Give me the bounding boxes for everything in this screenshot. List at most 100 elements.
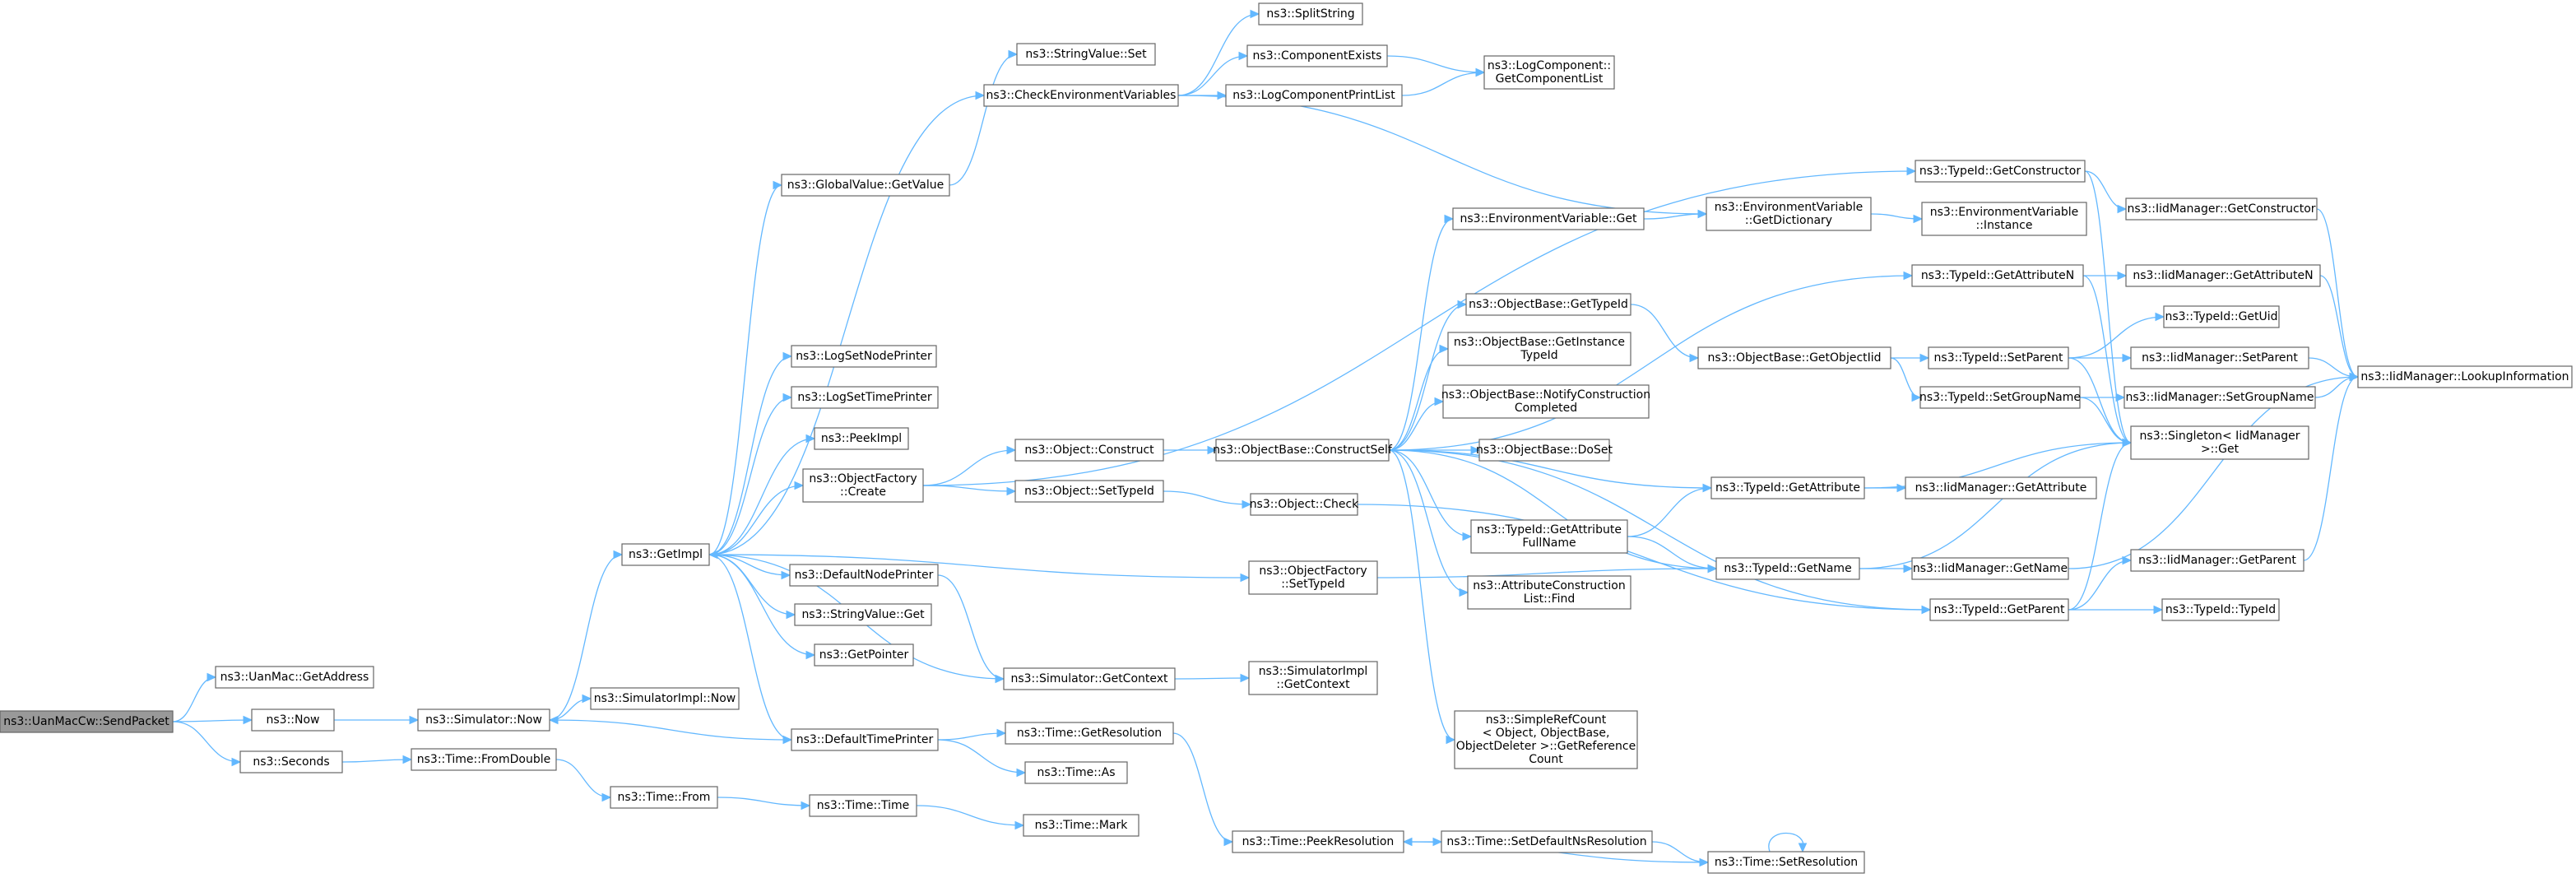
node-ns3-logsetnodeprinter[interactable]: ns3::LogSetNodePrinter	[791, 345, 937, 368]
node-ns3-typeid-getattribute[interactable]: ns3::TypeId::GetAttribute	[1710, 476, 1865, 499]
node-ns3-singleton-iidmanager-get[interactable]: ns3::Singleton< IidManager >::Get	[2130, 425, 2309, 460]
node-ns3-objectfactory-settypeid[interactable]: ns3::ObjectFactory::SetTypeId	[1248, 560, 1378, 595]
node-ns3-time-as[interactable]: ns3::Time::As	[1024, 761, 1128, 784]
node-label: ns3::EnvironmentVariable	[1930, 206, 2079, 219]
node-ns3-time-mark[interactable]: ns3::Time::Mark	[1023, 814, 1139, 837]
node-label: ns3::EnvironmentVariable::Get	[1460, 212, 1637, 225]
node-ns3-typeid-setparent[interactable]: ns3::TypeId::SetParent	[1928, 346, 2069, 369]
node-box	[251, 708, 335, 732]
node-ns3-object-construct[interactable]: ns3::Object::Construct	[1014, 439, 1164, 462]
node-ns3-uanmac-getaddress[interactable]: ns3::UanMac::GetAddress	[215, 666, 374, 689]
node-box	[781, 174, 950, 197]
node-ns3-time-from[interactable]: ns3::Time::From	[610, 786, 718, 809]
edge-tidgetconstructor-to-iidgetconstructor	[2084, 170, 2127, 210]
node-label: ns3::Simulator::GetContext	[1010, 672, 1168, 685]
node-label: ns3::Object::Construct	[1024, 444, 1154, 457]
node-ns3-object-check[interactable]: ns3::Object::Check	[1250, 493, 1359, 516]
node-ns3-uanmaccw-sendpacket[interactable]: ns3::UanMacCw::SendPacket	[0, 710, 174, 733]
arrowhead	[805, 650, 816, 660]
node-ns3-peekimpl[interactable]: ns3::PeekImpl	[814, 427, 909, 450]
node-ns3-environmentvariable-get[interactable]: ns3::EnvironmentVariable::Get	[1452, 207, 1645, 230]
node-label: Completed	[1515, 402, 1577, 415]
node-ns3-getimpl[interactable]: ns3::GetImpl	[621, 543, 710, 566]
node-ns3-typeid-setgroupname[interactable]: ns3::TypeId::SetGroupName	[1919, 386, 2081, 409]
node-ns3-simulatorimpl-getcontext[interactable]: ns3::SimulatorImpl::GetContext	[1248, 661, 1378, 695]
node-box	[1248, 560, 1378, 595]
edge-obgetobjectiid-to-tidsetgroupname	[1890, 357, 1921, 398]
node-ns3-defaulttimeprinter[interactable]: ns3::DefaultTimePrinter	[791, 728, 939, 751]
node-ns3-typeid-getattributen[interactable]: ns3::TypeId::GetAttributeN	[1911, 264, 2084, 287]
node-ns3-stringvalue-get[interactable]: ns3::StringValue::Get	[794, 603, 932, 626]
node-ns3-typeid-typeid[interactable]: ns3::TypeId::TypeId	[2161, 598, 2280, 621]
node-ns3-simulator-getcontext[interactable]: ns3::Simulator::GetContext	[1003, 667, 1176, 690]
node-ns3-simulator-now[interactable]: ns3::Simulator::Now	[417, 708, 550, 732]
arrowhead	[231, 757, 242, 767]
node-ns3-objectbase-notifyconstruction-completed[interactable]: ns3::ObjectBase::NotifyConstructionCompl…	[1441, 384, 1650, 419]
node-label: ns3::Time::SetResolution	[1715, 856, 1858, 869]
node-box	[411, 748, 557, 771]
node-ns3-iidmanager-lookupinformation[interactable]: ns3::IidManager::LookupInformation	[2357, 365, 2573, 388]
node-ns3-iidmanager-getname[interactable]: ns3::IidManager::GetName	[1911, 557, 2069, 580]
node-box	[2161, 598, 2280, 621]
arrowhead	[1207, 445, 1218, 455]
node-ns3-object-settypeid[interactable]: ns3::Object::SetTypeId	[1014, 480, 1164, 503]
node-label: ns3::LogSetNodePrinter	[796, 350, 932, 363]
node-ns3-environmentvariable-getdictionary[interactable]: ns3::EnvironmentVariable::GetDictionary	[1706, 197, 1872, 231]
node-ns3-typeid-getuid[interactable]: ns3::TypeId::GetUid	[2163, 305, 2280, 328]
node-ns3-checkenvironmentvariables[interactable]: ns3::CheckEnvironmentVariables	[983, 84, 1179, 107]
node-label: ns3::Time::GetResolution	[1017, 727, 1162, 740]
node-ns3-iidmanager-getparent[interactable]: ns3::IidManager::GetParent	[2130, 549, 2304, 572]
node-ns3-defaultnodeprinter[interactable]: ns3::DefaultNodePrinter	[789, 564, 939, 587]
node-ns3-time-getresolution[interactable]: ns3::Time::GetResolution	[1005, 722, 1174, 745]
node-ns3-globalvalue-getvalue[interactable]: ns3::GlobalValue::GetValue	[781, 174, 950, 197]
node-ns3-time-setresolution[interactable]: ns3::Time::SetResolution	[1707, 851, 1865, 874]
node-ns3-iidmanager-getconstructor[interactable]: ns3::IidManager::GetConstructor	[2125, 197, 2318, 221]
node-label: TypeId	[1520, 349, 1557, 362]
node-ns3-logcomponentprintlist[interactable]: ns3::LogComponentPrintList	[1225, 84, 1403, 107]
arrowhead	[1906, 166, 1917, 176]
node-box	[1024, 761, 1128, 784]
node-ns3-iidmanager-getattribute[interactable]: ns3::IidManager::GetAttribute	[1905, 476, 2097, 499]
node-ns3-logsettimeprinter[interactable]: ns3::LogSetTimePrinter	[791, 386, 939, 409]
node-ns3-time-peekresolution[interactable]: ns3::Time::PeekResolution	[1232, 830, 1404, 853]
node-ns3-time-setdefaultnsresolution[interactable]: ns3::Time::SetDefaultNsResolution	[1441, 830, 1653, 853]
node-ns3-splitstring[interactable]: ns3::SplitString	[1258, 2, 1363, 26]
node-ns3-environmentvariable-instance[interactable]: ns3::EnvironmentVariable::Instance	[1921, 202, 2087, 236]
node-ns3-seconds[interactable]: ns3::Seconds	[239, 750, 343, 773]
node-label: ns3::IidManager::SetParent	[2142, 351, 2298, 365]
node-ns3-time-fromdouble[interactable]: ns3::Time::FromDouble	[411, 748, 557, 771]
node-ns3-typeid-getname[interactable]: ns3::TypeId::GetName	[1715, 557, 1860, 580]
node-label: GetComponentList	[1496, 72, 1604, 86]
node-ns3-now[interactable]: ns3::Now	[251, 708, 335, 732]
node-ns3-iidmanager-setparent[interactable]: ns3::IidManager::SetParent	[2130, 346, 2309, 369]
node-ns3-stringvalue-set[interactable]: ns3::StringValue::Set	[1016, 43, 1156, 66]
node-ns3-objectfactory-create[interactable]: ns3::ObjectFactory::Create	[802, 468, 924, 503]
node-ns3-objectbase-doset[interactable]: ns3::ObjectBase::DoSet	[1476, 439, 1613, 462]
node-box	[2123, 386, 2316, 409]
node-label: ns3::TypeId::GetAttribute	[1715, 481, 1860, 495]
node-label: ns3::DefaultNodePrinter	[795, 569, 934, 582]
arrowhead	[781, 570, 791, 580]
node-ns3-simulatorimpl-now[interactable]: ns3::SimulatorImpl::Now	[590, 687, 740, 710]
node-ns3-logcomponent-getcomponentlist[interactable]: ns3::LogComponent::GetComponentList	[1483, 55, 1615, 90]
node-ns3-typeid-getconstructor[interactable]: ns3::TypeId::GetConstructor	[1915, 160, 2086, 183]
arrowhead	[1903, 564, 1914, 574]
node-label: ::GetDictionary	[1745, 214, 1832, 227]
node-ns3-componentexists[interactable]: ns3::ComponentExists	[1246, 44, 1388, 67]
arrowhead	[1475, 67, 1486, 77]
node-ns3-getpointer[interactable]: ns3::GetPointer	[814, 643, 914, 667]
node-ns3-iidmanager-setgroupname[interactable]: ns3::IidManager::SetGroupName	[2123, 386, 2316, 409]
node-ns3-objectbase-constructself[interactable]: ns3::ObjectBase::ConstructSelf	[1213, 439, 1393, 462]
node-ns3-typeid-getparent[interactable]: ns3::TypeId::GetParent	[1929, 598, 2069, 621]
node-ns3-objectbase-gettypeid[interactable]: ns3::ObjectBase::GetTypeId	[1465, 293, 1631, 316]
node-ns3-iidmanager-getattributen[interactable]: ns3::IidManager::GetAttributeN	[2125, 264, 2321, 287]
edge-compexists-to-getcomplist	[1386, 55, 1485, 73]
node-ns3-objectbase-getobjectiid[interactable]: ns3::ObjectBase::GetObjectIid	[1697, 346, 1891, 369]
node-ns3-simplerefcount-object-objectbase-objectdeleter-getreference-count[interactable]: ns3::SimpleRefCount< Object, ObjectBase,…	[1454, 710, 1638, 769]
arrowhead	[1702, 483, 1713, 493]
node-ns3-time-time[interactable]: ns3::Time::Time	[809, 794, 917, 817]
